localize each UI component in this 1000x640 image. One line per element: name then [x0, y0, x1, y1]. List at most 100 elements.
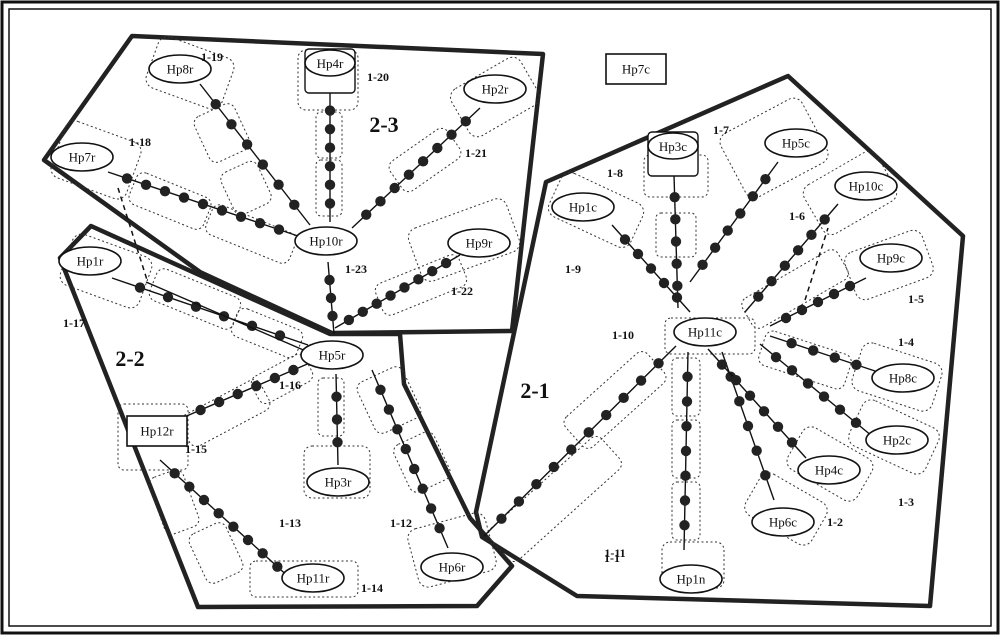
edge-dot	[751, 445, 762, 456]
node-hp1r[interactable]: Hp1r	[58, 246, 122, 276]
edge-dot	[289, 199, 300, 211]
edge-dot	[417, 156, 429, 167]
group-box	[661, 541, 725, 589]
edge-dot	[432, 142, 443, 154]
edge-dot	[796, 304, 808, 316]
edge-label: 1-7	[713, 123, 729, 137]
group-box	[741, 249, 849, 329]
node-label: Hp9r	[466, 236, 493, 251]
node-hp1n[interactable]: Hp1n	[659, 564, 723, 594]
edge-dot	[427, 266, 438, 277]
node-hp10r[interactable]: Hp10r	[294, 226, 358, 256]
edge-line	[483, 345, 677, 537]
node-shape	[300, 340, 364, 370]
edge-dot	[446, 129, 457, 140]
edge-dot	[235, 211, 247, 222]
node-shape	[304, 49, 356, 77]
edge-dot	[134, 282, 146, 293]
edge-dot	[834, 404, 846, 415]
node-hp12r[interactable]: Hp12r	[126, 415, 188, 447]
group-box	[547, 172, 645, 248]
edge-dot	[169, 468, 180, 479]
group-box	[188, 522, 244, 584]
node-hp3r[interactable]: Hp3r	[306, 467, 370, 497]
edge-dot	[645, 263, 657, 274]
edge-dot	[679, 495, 691, 506]
edge-dot	[288, 364, 299, 376]
node-hp11c[interactable]: Hp11c	[673, 317, 737, 347]
edge-line	[351, 107, 481, 229]
group-box	[148, 469, 200, 535]
edge-dot	[766, 275, 777, 287]
node-hp5c[interactable]: Hp5c	[764, 128, 828, 158]
edge-dot	[434, 523, 445, 534]
edge-dot	[780, 312, 792, 324]
edge-dot	[742, 420, 754, 432]
edge-dot	[343, 314, 355, 326]
edge-dot	[744, 390, 756, 401]
edge-dot	[496, 513, 507, 524]
edge-1-13	[331, 373, 343, 466]
edge-label: 1-13	[279, 516, 301, 530]
edge-dot	[619, 234, 631, 245]
node-label: Hp7r	[69, 150, 96, 165]
node-hp7c[interactable]: Hp7c	[605, 53, 667, 85]
group-box	[220, 160, 272, 216]
edge-dot	[681, 396, 693, 407]
edge-dot	[400, 443, 411, 455]
edge-dot	[679, 520, 690, 531]
node-hp2c[interactable]: Hp2c	[865, 425, 929, 455]
group-box	[407, 198, 521, 282]
node-hp5r[interactable]: Hp5r	[300, 340, 364, 370]
edge-dot	[722, 225, 733, 236]
node-label: Hp2r	[482, 82, 509, 97]
edge-dot	[829, 352, 840, 363]
group-box	[488, 436, 622, 562]
node-hp4c[interactable]: Hp4c	[797, 455, 861, 485]
edge-label: 1-22	[451, 284, 473, 298]
edge-dot	[197, 198, 209, 210]
edge-dot	[653, 358, 664, 369]
node-hp6r[interactable]: Hp6r	[420, 552, 484, 582]
edge-dot	[324, 142, 336, 153]
edge-dot	[324, 161, 336, 172]
node-hp11r[interactable]: Hp11r	[281, 563, 345, 593]
edge-dot	[669, 191, 680, 203]
node-hp7r[interactable]: Hp7r	[50, 142, 114, 172]
node-hp9c[interactable]: Hp9c	[859, 243, 923, 273]
group-box	[193, 103, 251, 163]
group-box	[802, 150, 898, 236]
node-hp9r[interactable]: Hp9r	[447, 228, 511, 258]
edge-dot	[812, 296, 824, 308]
node-shape	[605, 53, 667, 85]
group-box	[671, 357, 701, 417]
edge-dot	[327, 310, 338, 322]
node-hp10c[interactable]: Hp10c	[834, 171, 898, 201]
dashed-connector	[117, 187, 149, 284]
edge-label: 1-4	[898, 335, 914, 349]
node-shape	[764, 128, 828, 158]
edge-dot	[331, 414, 343, 425]
node-shape	[871, 363, 935, 393]
node-label: Hp1r	[77, 254, 104, 269]
edge-label: 1-3	[898, 495, 914, 509]
group-box	[664, 317, 756, 355]
node-label: Hp5c	[782, 136, 810, 151]
edge-dot	[198, 494, 210, 506]
group-box	[148, 268, 242, 330]
group-box	[315, 111, 343, 159]
node-label: Hp11r	[297, 571, 330, 586]
node-hp1c[interactable]: Hp1c	[551, 192, 615, 222]
edge-dot	[241, 139, 253, 150]
edge-dot	[257, 548, 268, 559]
edge-dot	[195, 404, 206, 416]
group-box	[744, 472, 828, 546]
node-hp8c[interactable]: Hp8c	[871, 363, 935, 393]
node-hp4r[interactable]: Hp4r	[304, 48, 356, 94]
node-hp8r[interactable]: Hp8r	[148, 54, 212, 84]
group-box	[848, 399, 940, 475]
node-hp2r[interactable]: Hp2r	[463, 74, 527, 104]
edge-dot	[818, 391, 830, 402]
node-hp3c[interactable]: Hp3c	[647, 131, 699, 177]
node-hp6c[interactable]: Hp6c	[751, 507, 815, 537]
